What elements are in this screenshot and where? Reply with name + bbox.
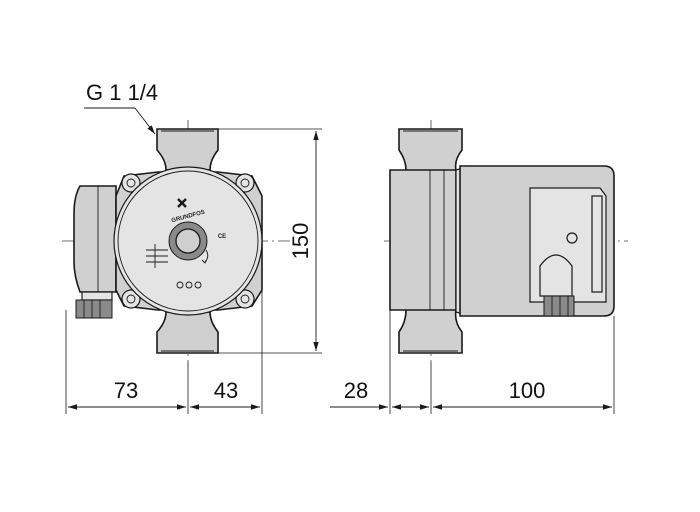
side-pump-body [389,128,463,354]
motor-housing [459,165,615,317]
left-width-value: 73 [114,378,138,403]
bottom-outlet-port [156,311,219,354]
speed-selector-icon [146,244,168,268]
motor-length-value: 100 [509,378,546,403]
connection-callout: G 1 1/4 [84,80,158,135]
side-view [384,120,628,362]
front-width-dimensions: 73 43 [65,290,263,414]
height-value: 150 [288,223,313,260]
side-width-dimensions: 28 100 [330,310,615,414]
height-dimension: 150 [218,128,322,354]
symbol-icon [185,281,193,289]
grundfos-logo-icon [177,198,187,208]
symbol-icon [194,281,202,289]
front-view: GRUNDFOS CE [62,120,290,362]
nameplate [591,195,603,293]
terminal-box [73,185,117,319]
mounting-lug [121,289,141,309]
rotation-arrow-icon [201,249,209,264]
symbol-icon [176,281,184,289]
pump-housing: GRUNDFOS CE [113,166,263,316]
ce-mark: CE [218,234,226,240]
mounting-lug [235,289,255,309]
connection-label: G 1 1/4 [86,80,158,105]
flange-depth-value: 28 [344,378,368,403]
mounting-lug [121,173,141,193]
mounting-lug [235,173,255,193]
cable-gland [539,254,573,297]
indicator-icon [566,232,578,244]
right-width-value: 43 [214,378,238,403]
top-inlet-port [156,128,219,171]
